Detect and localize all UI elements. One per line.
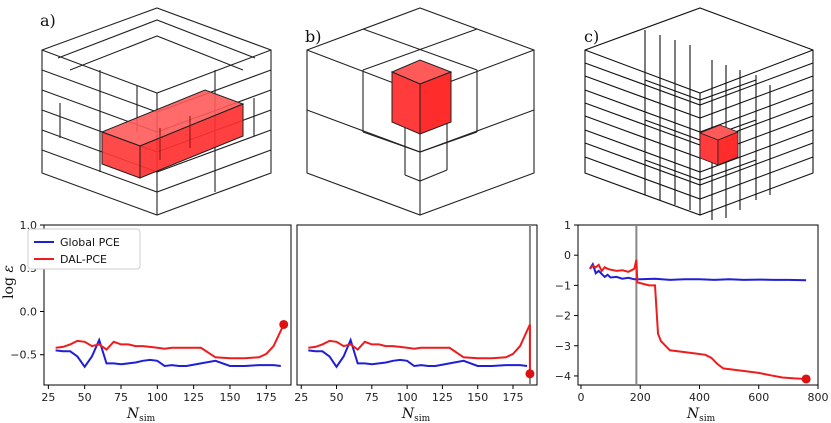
x-tick-label: 50 [330,391,344,404]
red-block-c [698,124,740,166]
x-axis-label-c: Nsim [686,406,716,423]
x-tick-label: 25 [41,391,55,404]
x-tick-label: 100 [397,391,418,404]
red-block-a [100,89,245,179]
y-tick-label: −3 [555,340,571,353]
y-axis-label: log ε [1,265,17,299]
final-point-marker [801,374,811,384]
legend-label-global: Global PCE [60,236,120,249]
y-tick-label: 0.0 [20,305,38,318]
global-pce-line [308,337,528,369]
plot-frame [43,224,292,386]
x-axis-label-a-sub: sim [139,414,155,423]
x-tick-label: 125 [432,391,453,404]
red-block-b [390,59,453,135]
panel-label-c: c) [584,27,599,46]
x-axis-label-b-main: N [401,406,415,422]
y-tick-label: −4 [555,370,571,383]
x-tick-label: 150 [467,391,488,404]
y-tick-label: −1 [555,279,571,292]
panel-label-b: b) [305,27,321,46]
dal-pce-line [589,259,807,380]
plot-c: 0 200 400 600 800 −4 −3 −2 −1 0 1 [555,219,829,404]
legend: Global PCE DAL-PCE [27,228,141,270]
x-tick-label: 75 [365,391,379,404]
x-tick-label: 100 [147,391,168,404]
x-axis-label-b: Nsim [401,406,431,423]
global-pce-line [55,337,281,369]
x-tick-label: 25 [294,391,308,404]
x-axis-label-a: Nsim [126,406,156,423]
y-tick-label: −2 [555,310,571,323]
plot-b: 25 50 75 100 125 150 175 [294,224,538,404]
x-tick-label: 50 [78,391,92,404]
x-axis-label-a-main: N [126,406,140,422]
x-tick-label: 150 [219,391,240,404]
y-axis-label-symbol: ε [1,265,17,273]
global-pce-line [589,261,807,282]
x-axis-label-b-sub: sim [414,414,430,423]
final-point-marker [525,369,535,379]
x-axis-label-c-sub: sim [699,414,715,423]
dal-pce-line [308,324,531,374]
x-tick-label: 400 [689,391,710,404]
x-tick-label: 800 [808,391,829,404]
legend-label-dal: DAL-PCE [60,253,107,266]
plot-frame [577,224,819,386]
panel-label-a: a) [40,11,56,30]
x-axis-label-c-main: N [686,406,700,422]
x-tick-label: 175 [503,391,524,404]
y-axis-label-text: log [1,273,17,299]
x-tick-label: 175 [256,391,277,404]
x-tick-label: 600 [748,391,769,404]
y-tick-label: 1 [564,219,571,232]
y-tick-label: −0.5 [10,349,37,362]
x-tick-label: 75 [114,391,128,404]
x-tick-label: 200 [630,391,651,404]
x-tick-label: 0 [577,391,584,404]
final-point-marker [279,319,289,329]
plot-frame [296,224,538,386]
x-tick-label: 125 [183,391,204,404]
dal-pce-line [55,324,285,360]
y-tick-label: 0 [564,249,571,262]
cube-diagram-c [584,7,814,220]
